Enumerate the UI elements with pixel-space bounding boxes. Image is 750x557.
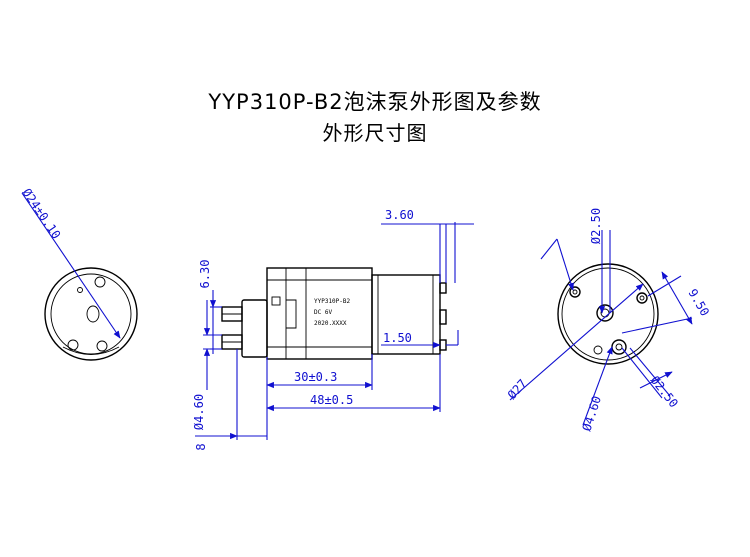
terminal-top (439, 282, 447, 294)
body-length-label: 30±0.3 (294, 370, 337, 384)
left-diameter-leader (21, 192, 121, 339)
left-hole-bottom (67, 339, 79, 351)
motor-end-circle (557, 263, 659, 365)
label-voltage: DC 6V (314, 309, 332, 316)
hole-diameter-top-label: Ø2.50 (589, 208, 603, 244)
right-end-view: Ø2.50 9.50 Ø27 Ø4.60 Ø2.50 (505, 208, 712, 433)
nozzle-gap-label: 6.30 (198, 260, 212, 289)
side-view: YYP310P-B2 DC 6V 2020.XXXX 6.30 Ø4.60 8 (192, 208, 474, 451)
nozzle-diameter-label: Ø4.60 (192, 394, 206, 430)
terminal-bottom (439, 339, 447, 351)
left-diameter-label: Ø24±0.10 (20, 186, 64, 242)
hole-diameter-bottom-label: Ø2.50 (648, 373, 681, 410)
label-model: YYP310P-B2 (314, 298, 351, 305)
center-boss (596, 304, 614, 322)
hole-small (77, 287, 83, 293)
mount-hole-left (569, 286, 581, 298)
nozzle-length-label: 8 (194, 443, 208, 450)
terminal-width-label: 3.60 (385, 208, 414, 222)
outer-circle (44, 267, 138, 361)
left-end-view: Ø24±0.10 (20, 186, 138, 361)
inner-circle (50, 273, 132, 355)
inner-arc (62, 346, 120, 355)
hole-spacing-label: 9.50 (685, 287, 712, 319)
total-length-label: 48±0.5 (310, 393, 353, 407)
mount-hole-right (636, 292, 648, 304)
diagram-title: YYP310P-B2泡沫泵外形图及参数 (208, 90, 542, 114)
right-hole-bottom (96, 340, 108, 352)
pump-head (241, 299, 268, 358)
center-slot (86, 305, 100, 323)
boss-diameter-label: Ø4.60 (580, 394, 604, 433)
label-date: 2020.XXXX (314, 320, 347, 327)
hole-top (94, 276, 106, 288)
lower-boss (611, 339, 627, 355)
terminal-mid (439, 309, 447, 325)
diagram-subtitle: 外形尺寸图 (322, 121, 428, 145)
motor-diameter-label: Ø27 (505, 377, 530, 402)
terminal-thickness-label: 1.50 (383, 331, 412, 345)
